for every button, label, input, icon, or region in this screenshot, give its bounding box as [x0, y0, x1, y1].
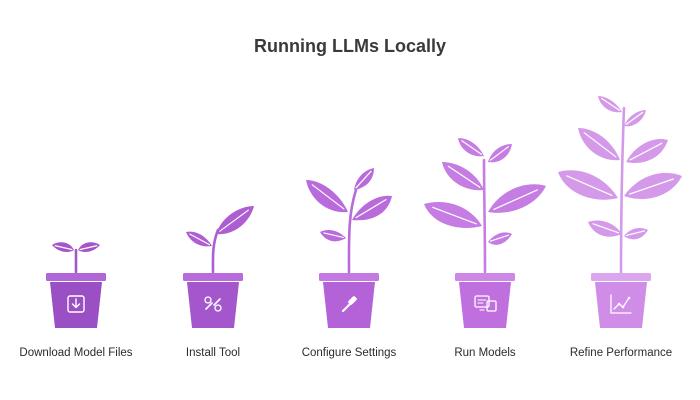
pot-body	[459, 282, 511, 328]
young-plant	[186, 206, 254, 274]
full-grown-plant	[558, 96, 682, 274]
leaf-vein	[432, 206, 477, 225]
pot-rim	[319, 273, 379, 281]
plant-stem	[619, 106, 626, 274]
mature-plant	[424, 138, 546, 274]
stage-label-refine-performance: Refine Performance	[569, 347, 673, 359]
leaf-vein	[600, 97, 621, 112]
stage-1-download-model-files	[46, 242, 106, 328]
stage-2-install-tool	[183, 206, 254, 328]
leaf-vein	[566, 175, 613, 196]
screwdriver-icon	[341, 296, 357, 313]
flower-pot	[319, 273, 379, 328]
leaf-vein	[629, 142, 663, 161]
leaf-vein	[219, 209, 249, 232]
stage-label-install-tool: Install Tool	[185, 347, 241, 359]
download-icon	[67, 295, 85, 313]
leaf-vein	[54, 245, 73, 251]
plant-stem	[211, 228, 220, 274]
pot-rim	[46, 273, 106, 281]
leaf-vein	[583, 132, 617, 158]
leaf-vein	[189, 233, 210, 246]
leaf	[624, 228, 648, 240]
leaf-vein	[355, 199, 387, 219]
pot-rim	[183, 273, 243, 281]
flower-pot	[591, 273, 651, 328]
computer-monitor-icon	[474, 295, 497, 312]
stage-3-configure-settings	[306, 168, 392, 328]
plant-stem	[347, 188, 358, 274]
pot-body	[187, 282, 239, 328]
growing-plant	[306, 168, 392, 274]
stage-label-configure-settings: Configure Settings	[301, 347, 397, 359]
diagram-title: Running LLMs Locally	[254, 36, 446, 56]
leaf-vein	[489, 146, 509, 161]
leaf-vein	[447, 165, 481, 188]
leaf-vein	[629, 178, 674, 195]
leaf-vein	[592, 223, 620, 234]
leaf-vein	[311, 184, 345, 210]
stage-4-run-models	[424, 138, 546, 328]
leaf-vein	[625, 111, 644, 126]
leaf-vein	[323, 232, 344, 238]
leaf-vein	[489, 234, 509, 242]
leaf-vein	[625, 230, 646, 236]
wrench-link-icon	[204, 296, 222, 312]
seedling-plant	[52, 242, 100, 274]
plant-stem	[482, 158, 487, 274]
leaf	[320, 230, 346, 242]
leaf-vein	[355, 170, 372, 189]
leaf-vein	[461, 140, 482, 155]
pot-rim	[591, 273, 651, 281]
line-chart-icon	[610, 294, 632, 314]
stage-label-download-model-files: Download Model Files	[19, 347, 133, 359]
flower-pot	[183, 273, 243, 328]
pot-rim	[455, 273, 515, 281]
flower-pot	[455, 273, 515, 328]
leaf-vein	[79, 245, 98, 251]
stage-5-refine-performance	[558, 96, 682, 328]
flower-pot	[46, 273, 106, 328]
stage-label-run-models: Run Models	[454, 347, 516, 359]
leaf-vein	[493, 189, 538, 210]
